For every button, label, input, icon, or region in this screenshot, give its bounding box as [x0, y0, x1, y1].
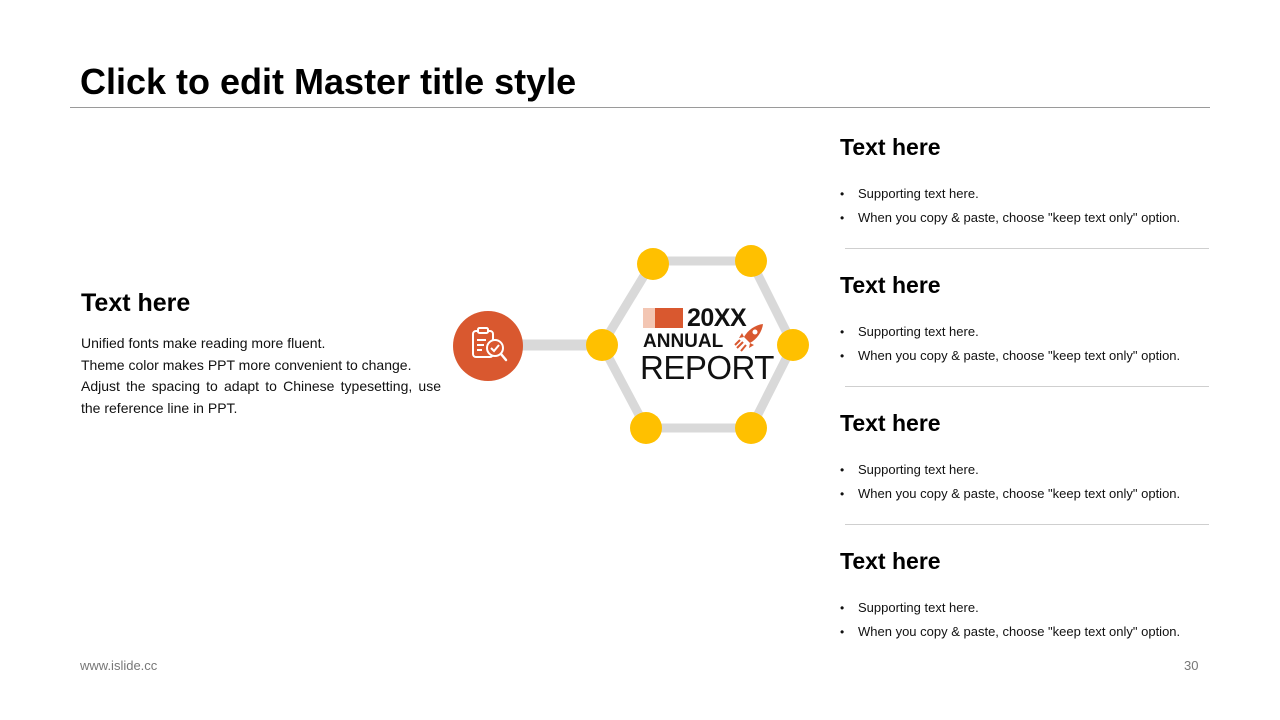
hexagon-node	[630, 412, 662, 444]
item-heading[interactable]: Text here	[840, 410, 941, 436]
page-number: 30	[1184, 658, 1199, 673]
hexagon-node	[637, 248, 669, 280]
hexagon-node	[777, 329, 809, 361]
item-heading[interactable]: Text here	[840, 134, 941, 160]
badge-bar-dark	[655, 308, 683, 328]
rocket-icon	[734, 324, 763, 352]
annual-report-badge: 20XX ANNUAL REPORT	[640, 304, 774, 386]
badge-annual: ANNUAL	[643, 331, 724, 352]
badge-bar-light	[643, 308, 655, 328]
item-divider	[845, 386, 1209, 387]
left-body[interactable]: Unified fonts make reading more fluent. …	[81, 333, 441, 419]
left-body-line: Adjust the spacing to adapt to Chinese t…	[81, 378, 441, 416]
hexagon-graphic	[453, 245, 809, 444]
left-body-line: Theme color makes PPT more convenient to…	[81, 356, 412, 373]
item-divider	[845, 524, 1209, 525]
item-bullet[interactable]: When you copy & paste, choose "keep text…	[840, 206, 1210, 230]
item-bullet[interactable]: Supporting text here.	[840, 182, 1210, 206]
list-item: Text here Supporting text here. When you…	[840, 408, 1210, 546]
hexagon-node	[586, 329, 618, 361]
item-heading[interactable]: Text here	[840, 548, 941, 574]
item-bullets: Supporting text here. When you copy & pa…	[840, 458, 1210, 506]
badge-year: 20XX	[687, 304, 747, 332]
list-item: Text here Supporting text here. When you…	[840, 132, 1210, 270]
slide-title[interactable]: Click to edit Master title style	[80, 61, 577, 102]
left-body-line: Unified fonts make reading more fluent.	[81, 335, 326, 351]
title-underline	[70, 107, 1210, 108]
item-bullet[interactable]: When you copy & paste, choose "keep text…	[840, 344, 1210, 368]
footer-url: www.islide.cc	[80, 658, 158, 673]
left-text-block: Text here Unified fonts make reading mor…	[81, 287, 441, 419]
list-item: Text here Supporting text here. When you…	[840, 270, 1210, 408]
item-bullet[interactable]: When you copy & paste, choose "keep text…	[840, 620, 1210, 644]
hexagon-diagram	[440, 230, 820, 460]
item-bullet[interactable]: Supporting text here.	[840, 458, 1210, 482]
right-items-list: Text here Supporting text here. When you…	[840, 132, 1210, 684]
item-bullets: Supporting text here. When you copy & pa…	[840, 320, 1210, 368]
list-item: Text here Supporting text here. When you…	[840, 546, 1210, 684]
document-search-icon	[453, 311, 523, 381]
left-heading[interactable]: Text here	[81, 289, 191, 317]
badge-report: REPORT	[640, 349, 774, 386]
hexagon-node	[735, 412, 767, 444]
item-divider	[845, 248, 1209, 249]
item-bullet[interactable]: When you copy & paste, choose "keep text…	[840, 482, 1210, 506]
item-bullet[interactable]: Supporting text here.	[840, 320, 1210, 344]
item-heading[interactable]: Text here	[840, 272, 941, 298]
item-bullets: Supporting text here. When you copy & pa…	[840, 596, 1210, 644]
hexagon-node	[735, 245, 767, 277]
item-bullet[interactable]: Supporting text here.	[840, 596, 1210, 620]
item-bullets: Supporting text here. When you copy & pa…	[840, 182, 1210, 230]
